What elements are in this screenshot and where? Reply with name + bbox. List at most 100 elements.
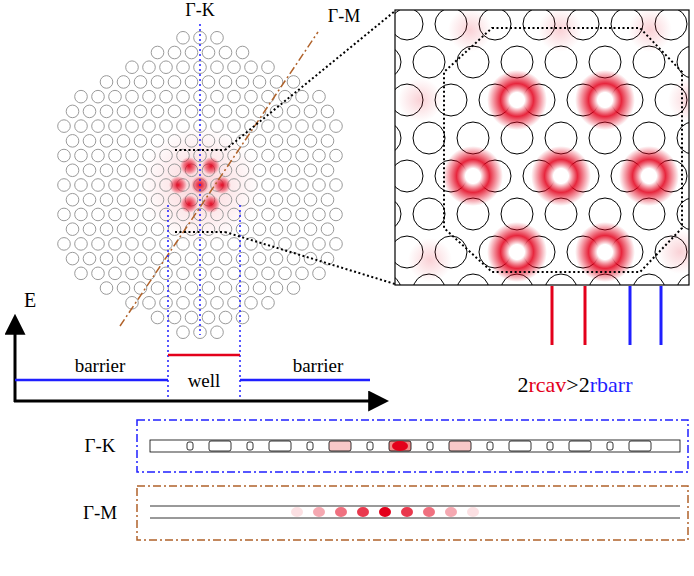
air-hole: [279, 267, 292, 280]
air-hole: [228, 238, 241, 251]
section-label: Γ-M: [83, 503, 117, 524]
air-hole: [270, 193, 283, 206]
air-hole: [151, 193, 164, 206]
air-hole: [262, 238, 275, 251]
air-hole: [151, 46, 164, 59]
field-tail: [398, 78, 442, 122]
air-hole: [245, 267, 258, 280]
air-hole: [236, 46, 249, 59]
field-maximum: [487, 70, 547, 130]
radius-marker: [584, 286, 587, 345]
air-hole: [185, 105, 198, 118]
air-hole: [194, 296, 207, 309]
field-spot: [467, 507, 479, 517]
air-hole: [330, 208, 343, 221]
air-hole: [168, 311, 181, 324]
air-hole: [109, 90, 122, 103]
air-hole: [287, 76, 300, 89]
air-hole: [160, 238, 173, 251]
air-hole: [151, 105, 164, 118]
air-hole: [304, 193, 317, 206]
gamma-m-section: [150, 506, 680, 518]
slot: [187, 442, 193, 450]
air-hole: [270, 252, 283, 265]
air-hole: [83, 252, 96, 265]
air-hole: [151, 311, 164, 324]
air-hole: [296, 149, 309, 162]
air-hole: [219, 76, 232, 89]
air-hole: [126, 238, 139, 251]
air-hole: [245, 90, 258, 103]
air-hole: [677, 46, 689, 78]
air-hole: [236, 282, 249, 295]
slot: [247, 442, 253, 450]
air-hole: [58, 120, 71, 133]
air-hole: [313, 208, 326, 221]
air-hole: [219, 282, 232, 295]
air-hole: [279, 179, 292, 192]
air-hole: [413, 198, 445, 230]
air-hole: [109, 208, 122, 221]
air-hole: [134, 282, 147, 295]
air-hole: [66, 193, 79, 206]
air-hole: [321, 252, 334, 265]
air-hole: [75, 238, 88, 251]
field-tail: [538, 10, 582, 52]
air-hole: [177, 61, 190, 74]
field-tail: [408, 238, 452, 282]
air-hole: [109, 238, 122, 251]
formula-part: >2: [566, 373, 589, 397]
air-hole: [126, 208, 139, 221]
air-hole: [177, 296, 190, 309]
slot: [367, 442, 373, 450]
field-tail: [668, 78, 689, 122]
slot: [449, 441, 471, 451]
slot: [607, 442, 613, 450]
air-hole: [211, 61, 224, 74]
air-hole: [58, 149, 71, 162]
air-hole: [194, 267, 207, 280]
air-hole: [134, 164, 147, 177]
air-hole: [287, 135, 300, 148]
air-hole: [296, 267, 309, 280]
air-hole: [296, 90, 309, 103]
air-hole: [245, 149, 258, 162]
field-spot: [445, 507, 457, 517]
region-label: barrier: [293, 356, 344, 377]
air-hole: [168, 193, 181, 206]
field-maximum: [443, 146, 503, 206]
slot: [329, 441, 351, 451]
air-hole: [253, 135, 266, 148]
air-hole: [92, 90, 105, 103]
air-hole: [117, 164, 130, 177]
air-hole: [202, 135, 215, 148]
zoom-leader: [225, 232, 395, 284]
air-hole: [321, 135, 334, 148]
air-hole: [313, 149, 326, 162]
air-hole: [75, 90, 88, 103]
air-hole: [262, 149, 275, 162]
air-hole: [92, 267, 105, 280]
air-hole: [245, 296, 258, 309]
air-hole: [66, 164, 79, 177]
air-hole: [219, 135, 232, 148]
field-spot: [357, 507, 369, 517]
air-hole: [143, 61, 156, 74]
air-hole: [177, 238, 190, 251]
air-hole: [279, 120, 292, 133]
air-hole: [211, 267, 224, 280]
air-hole: [211, 31, 224, 44]
air-hole: [126, 179, 139, 192]
air-hole: [313, 267, 326, 280]
air-hole: [83, 193, 96, 206]
air-hole: [395, 274, 401, 285]
barrier-level: [15, 379, 168, 382]
air-hole: [117, 76, 130, 89]
air-hole: [58, 179, 71, 192]
air-hole: [270, 164, 283, 177]
slot: [629, 441, 651, 451]
air-hole: [211, 90, 224, 103]
air-hole: [270, 135, 283, 148]
field-spot: [379, 507, 391, 517]
air-hole: [236, 311, 249, 324]
